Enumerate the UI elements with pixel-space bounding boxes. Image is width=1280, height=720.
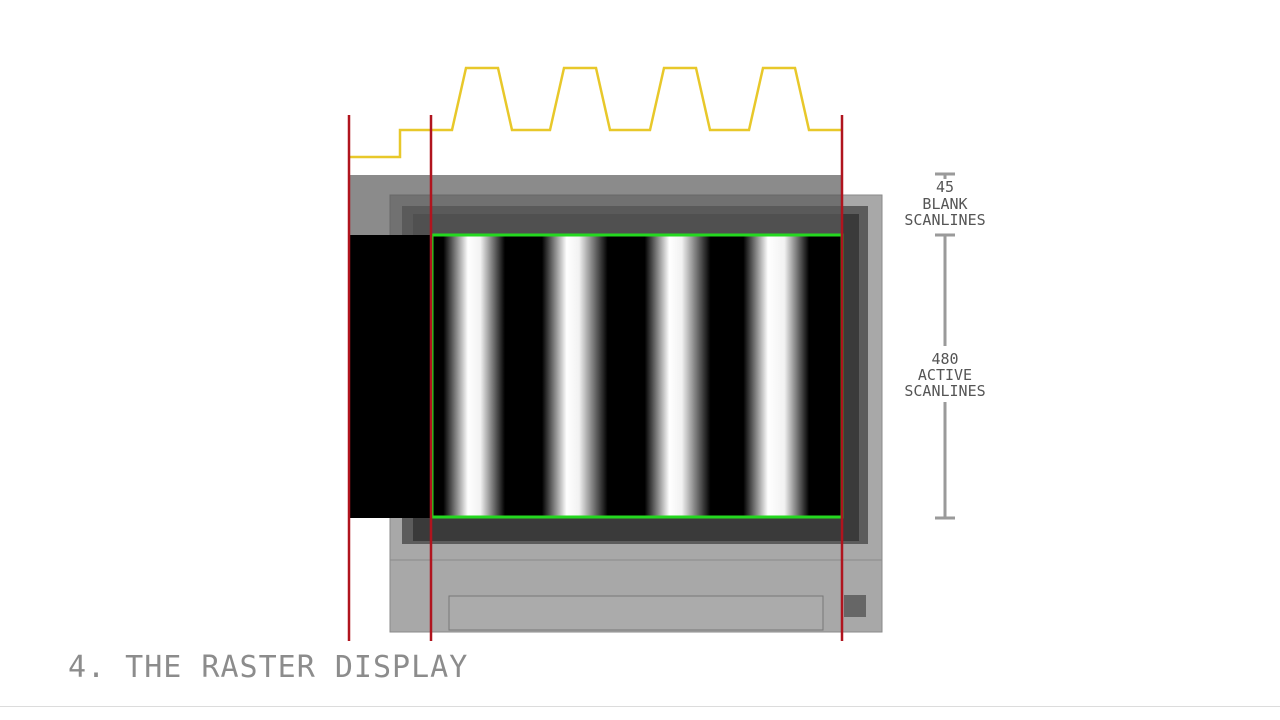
blanking-region-overlay [349, 175, 842, 235]
blank-line2: SCANLINES [904, 211, 985, 229]
horizontal-blank-region [349, 235, 431, 518]
slide-caption: 4. THE RASTER DISPLAY [68, 650, 469, 685]
power-button [844, 595, 866, 617]
active-scanlines-label: 480 ACTIVE SCANLINES [904, 350, 985, 400]
active-picture [431, 235, 842, 518]
blank-line1: BLANK [922, 195, 967, 213]
footer-divider [0, 706, 1280, 707]
blank-count: 45 [936, 178, 954, 196]
video-signal-waveform [349, 66, 842, 159]
active-line2: SCANLINES [904, 382, 985, 400]
blank-scanlines-label: 45 BLANK SCANLINES [904, 178, 985, 229]
active-count: 480 [931, 350, 958, 368]
active-line1: ACTIVE [918, 366, 972, 384]
disk-slot [448, 595, 824, 631]
